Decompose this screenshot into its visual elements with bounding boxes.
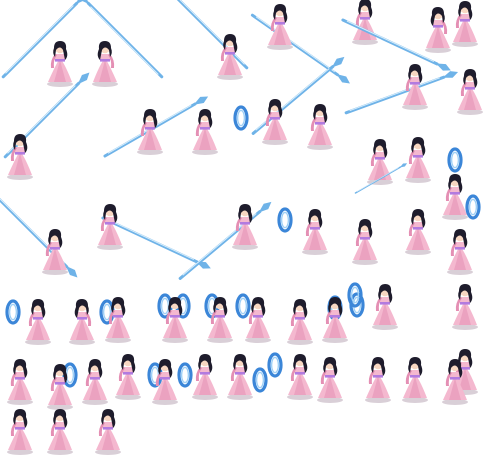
sprite-frame-ring [95,409,121,455]
sprite-frame-spear [447,229,473,275]
sprite-frame-spear [97,204,213,273]
sprite-frame-ring [227,354,268,400]
sprite-frame-spear [74,0,166,87]
sprite-frame-spear [249,53,347,145]
sprite-frame-spear [405,137,431,183]
sprite-frame-ring [147,359,193,405]
ring-attack-frames [5,282,468,455]
sprite-frame-spear [192,105,249,155]
sprite-frame-spear [405,209,431,255]
sprite-frame-spear [457,69,483,115]
sprite-frame-ring [157,293,191,343]
sprite-frame-spear [447,147,463,173]
sprite-frame-spear [159,0,251,80]
sprite-frame-spear [307,104,333,150]
sprite-frame-spear [176,198,274,283]
sprite-frame-ring [287,299,313,345]
sprite-frame-spear [0,0,91,87]
sprite-frame-spear [425,7,451,53]
sprite-frame-ring [235,293,271,343]
sprite-frame-ring [365,357,391,403]
sprite-frame-ring [47,409,73,455]
sprite-frame-spear [1,69,93,180]
sprite-frame-ring [204,293,233,343]
sprite-frame-ring [267,352,313,400]
sprite-frame-spear [0,189,81,281]
sprite-frame-ring [115,354,141,400]
sprite-frame-spear [101,92,211,161]
sprite-frame-ring [105,297,131,343]
sprite-frame-spear [249,4,353,87]
sprite-frame-ring [5,299,51,345]
sprite-frame-spear [277,207,328,255]
sprite-frame-ring [317,357,343,403]
sprite-frame-spear [352,219,378,265]
sprite-frame-spear [452,1,478,47]
sprite-frame-spear [343,64,460,118]
sprite-frame-ring [402,357,428,403]
sprite-frame-ring [47,362,78,410]
sprite-frame-ring [69,299,115,345]
sprite-frame-ring [192,354,218,400]
sprite-frame-spear [352,0,378,45]
sprite-frame-ring [7,359,33,405]
sprite-frame-spear [442,174,481,220]
sprite-frame-spear [452,284,478,330]
sprite-frame-ring [82,359,108,405]
sprite-frame-ring [7,409,33,455]
sprite-frame-ring [322,295,348,343]
